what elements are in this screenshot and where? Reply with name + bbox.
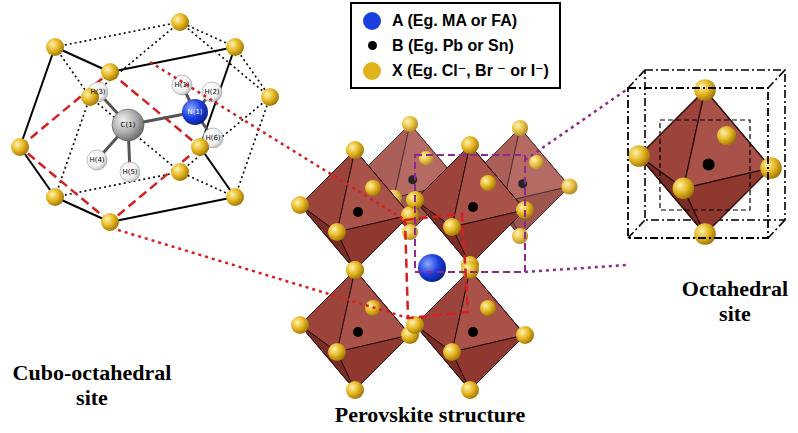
site-caption: Cubo-octahedral site [2,360,182,410]
cubo-octahedron [20,22,270,222]
site-caption: Octahedral site [676,276,794,326]
legend-swatch [363,62,381,80]
legend-box: A (Eg. MA or FA) B (Eg. Pb or Sn) X (Eg. C… [350,2,561,89]
atom-label: H(3) [90,88,105,96]
atom-label: H(1) [174,81,189,89]
legend-row: X (Eg. Cl⁻, Br ⁻ or I⁻) [360,58,549,83]
molecule [87,75,223,182]
legend-text: A (Eg. MA or FA) [392,12,517,30]
legend-swatch [368,41,377,50]
legend-text: X (Eg. Cl⁻, Br ⁻ or I⁻) [392,61,549,80]
atom-label: N(1) [187,108,202,116]
structure-caption: Perovskite structure [300,402,560,427]
legend-row: A (Eg. MA or FA) [360,8,549,33]
octahedral-site [628,70,785,245]
legend-row: B (Eg. Pb or Sn) [360,33,549,58]
leader-lines [118,62,626,318]
legend-swatch [363,12,381,30]
atom-label: H(5) [122,168,137,176]
legend-text: B (Eg. Pb or Sn) [392,37,514,55]
atom-label: C(1) [121,121,136,129]
perovskite-lattice [291,116,578,399]
cage-ions [11,13,279,231]
atom-label: H(4) [89,156,104,164]
atom-label: H(2) [204,88,219,96]
atom-label: H(6) [205,134,220,142]
